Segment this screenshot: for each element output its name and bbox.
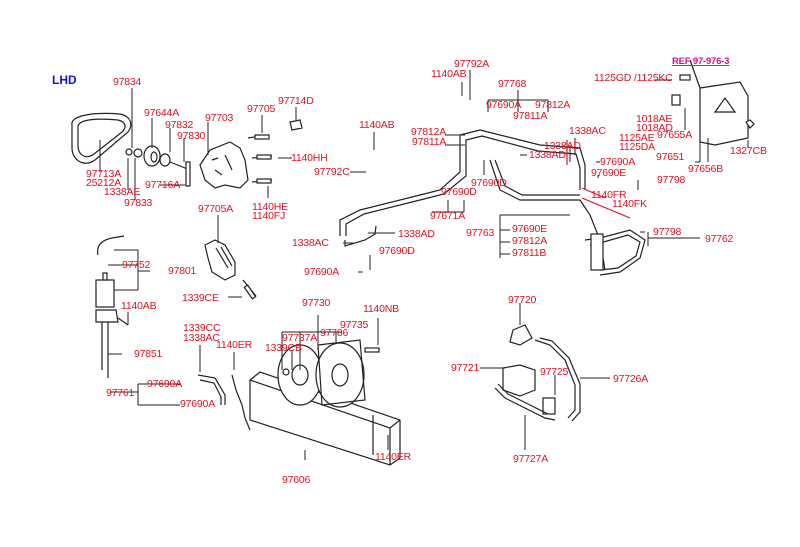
part-label-97798-a[interactable]: 97798: [653, 226, 682, 238]
part-label-97763[interactable]: 97763: [466, 227, 495, 239]
part-label-97834[interactable]: 97834: [113, 76, 142, 88]
part-label-97851[interactable]: 97851: [134, 348, 163, 360]
part-label-97705[interactable]: 97705: [247, 103, 276, 115]
cooling-fans: [277, 339, 380, 408]
part-label-97721[interactable]: 97721: [451, 362, 480, 374]
part-label-97812a-b[interactable]: 97812A: [411, 126, 447, 138]
condenser-hoses: [197, 374, 251, 431]
part-label-97727a[interactable]: 97727A: [513, 453, 549, 465]
red-leader-lines: [566, 140, 631, 219]
part-label-1140fr[interactable]: 1140FR: [591, 189, 627, 201]
part-label-97832[interactable]: 97832: [165, 119, 194, 131]
part-label-97690d-a[interactable]: 97690D: [471, 177, 507, 189]
part-label-97761[interactable]: 97761: [106, 387, 135, 399]
part-label-97644a[interactable]: 97644A: [144, 107, 180, 119]
part-label-1140ab-b[interactable]: 1140AB: [359, 119, 395, 131]
part-label-97833[interactable]: 97833: [124, 197, 153, 209]
part-label-97762[interactable]: 97762: [705, 233, 734, 245]
part-label-1140nb[interactable]: 1140NB: [363, 303, 399, 315]
ref-link[interactable]: REF 97-976-3: [672, 56, 730, 67]
part-label-97714d[interactable]: 97714D: [278, 95, 314, 107]
part-label-1140hh[interactable]: 1140HH: [291, 152, 328, 164]
part-label-1339ce[interactable]: 1339CE: [182, 292, 219, 304]
part-label-97830[interactable]: 97830: [177, 130, 206, 142]
part-label-1125da[interactable]: 1125DA: [619, 141, 655, 153]
part-label-1327cb[interactable]: 1327CB: [730, 145, 767, 157]
refrigerant-lines: [339, 129, 646, 276]
part-label-97690e-a[interactable]: 97690E: [512, 223, 548, 235]
part-label-1339cb[interactable]: 1339CB: [265, 342, 302, 354]
part-label-1338ad-b[interactable]: 1338AD: [529, 149, 566, 161]
part-label-97716a[interactable]: 97716A: [145, 179, 181, 191]
part-label-1140er-a[interactable]: 1140ER: [216, 339, 252, 351]
part-label-97651[interactable]: 97651: [656, 151, 685, 163]
part-label-1125gd-1125kc[interactable]: 1125GD /1125KC: [594, 72, 673, 84]
part-label-1140fj[interactable]: 1140FJ: [252, 210, 286, 222]
part-label-1338ad-c[interactable]: 1338AD: [544, 140, 581, 152]
part-label-1018ad[interactable]: 1018AD: [636, 122, 673, 134]
part-label-97690d-c[interactable]: 97690D: [379, 245, 415, 257]
part-label-97768[interactable]: 97768: [498, 78, 527, 90]
part-label-97671a[interactable]: 97671A: [430, 210, 466, 222]
cover-panel: [671, 59, 755, 146]
part-label-1338ad-a[interactable]: 1338AD: [398, 228, 435, 240]
part-label-1018ae[interactable]: 1018AE: [636, 113, 673, 125]
idler-pulley: [125, 145, 191, 187]
part-label-97811a-a[interactable]: 97811A: [513, 110, 548, 122]
bracket-97705a: [204, 239, 257, 300]
vacuum-assembly: [494, 324, 581, 422]
part-label-97812a-c[interactable]: 97812A: [512, 235, 548, 247]
part-label-97812a-a[interactable]: 97812A: [535, 99, 571, 111]
part-label-97726a[interactable]: 97726A: [613, 373, 649, 385]
part-label-97690a-c[interactable]: 97690A: [486, 99, 522, 111]
part-label-97690a-e[interactable]: 97690A: [600, 156, 636, 168]
part-label-97811a-b[interactable]: 97811A: [412, 136, 447, 148]
part-label-97737a[interactable]: 97737A: [282, 332, 318, 344]
part-label-97703[interactable]: 97703: [205, 112, 234, 124]
part-label-1140he[interactable]: 1140HE: [252, 201, 288, 213]
part-label-97801[interactable]: 97801: [168, 265, 197, 277]
part-label-97720[interactable]: 97720: [508, 294, 537, 306]
part-label-1140ab-c[interactable]: 1140AB: [431, 68, 467, 80]
part-label-97656b[interactable]: 97656B: [688, 163, 724, 175]
receiver-drier: [95, 235, 129, 378]
part-label-1338ac-c[interactable]: 1338AC: [569, 125, 606, 137]
part-label-25212a[interactable]: 25212A: [86, 177, 122, 189]
part-label-97752[interactable]: 97752: [122, 259, 151, 271]
part-label-1338ae[interactable]: 1338AE: [104, 186, 141, 198]
part-label-1338ac-b[interactable]: 1338AC: [292, 237, 329, 249]
part-label-1125ae[interactable]: 1125AE: [619, 132, 655, 144]
part-label-97798-b[interactable]: 97798: [657, 174, 686, 186]
drive-belt: [71, 112, 132, 164]
part-label-97655a[interactable]: 97655A: [657, 129, 693, 141]
part-label-97792a[interactable]: 97792A: [454, 58, 490, 70]
part-label-97606[interactable]: 97606: [282, 474, 311, 486]
part-label-1339cc[interactable]: 1339CC: [183, 322, 221, 334]
part-label-1140er-b[interactable]: 1140ER: [375, 451, 411, 463]
part-label-97735[interactable]: 97735: [340, 319, 369, 331]
part-label-1338ac-a[interactable]: 1338AC: [183, 332, 220, 344]
part-label-97690e-b[interactable]: 97690E: [591, 167, 627, 179]
part-label-97690a-d[interactable]: 97690A: [304, 266, 340, 278]
part-label-97811b[interactable]: 97811B: [512, 247, 547, 259]
compressor-bracket: [199, 119, 303, 189]
lhd-tag: LHD: [52, 73, 77, 87]
part-label-97713a[interactable]: 97713A: [86, 168, 122, 180]
part-label-1140fk[interactable]: 1140FK: [612, 198, 647, 210]
part-label-97690a-b[interactable]: 97690A: [180, 398, 216, 410]
part-label-97725[interactable]: 97725: [540, 366, 569, 378]
part-label-97792c[interactable]: 97792C: [314, 166, 350, 178]
leader-lines: [99, 70, 749, 460]
part-label-1140ab-a[interactable]: 1140AB: [121, 300, 157, 312]
part-label-97705a[interactable]: 97705A: [198, 203, 234, 215]
part-label-97690a-a[interactable]: 97690A: [147, 378, 183, 390]
part-label-97786[interactable]: 97786: [320, 327, 349, 339]
part-label-97690d-b[interactable]: 97690D: [441, 186, 477, 198]
part-label-97730[interactable]: 97730: [302, 297, 331, 309]
